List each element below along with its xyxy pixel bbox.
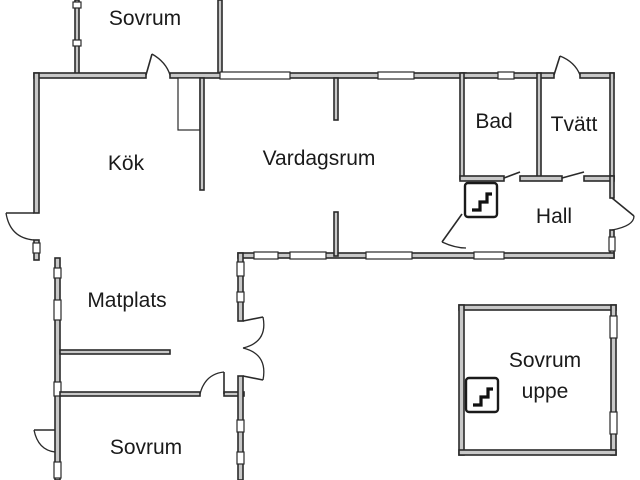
room-label-vardagsrum: Vardagsrum bbox=[263, 147, 376, 170]
stairs-icon bbox=[463, 181, 499, 219]
door-bad bbox=[503, 171, 521, 179]
room-label-kok: Kök bbox=[108, 152, 145, 175]
wall-vardagsrum-bottom bbox=[237, 211, 615, 260]
stairs-icon bbox=[464, 376, 500, 414]
room-label-bad: Bad bbox=[475, 110, 512, 133]
walls-bad-tvatt-hall bbox=[459, 72, 616, 259]
wall-matplats-right bbox=[236, 252, 245, 480]
door-hall-right bbox=[611, 197, 635, 231]
room-label-sovrum-top: Sovrum bbox=[109, 7, 181, 30]
room-label-sovrum-bottom: Sovrum bbox=[110, 436, 182, 459]
wall-vardagsrum-top bbox=[333, 77, 339, 121]
door-tvatt-top bbox=[553, 55, 581, 76]
room-label-sovrum-uppe-line1: Sovrum bbox=[509, 349, 581, 372]
door-sovrum-left bbox=[33, 429, 56, 453]
door-hall-left bbox=[441, 213, 467, 249]
door-tvatt bbox=[561, 171, 585, 179]
room-label-tvatt: Tvätt bbox=[551, 113, 598, 136]
door-kok-left bbox=[5, 212, 35, 241]
wall-matplats-left bbox=[53, 257, 62, 480]
door-double-right bbox=[242, 316, 265, 381]
room-label-hall: Hall bbox=[536, 205, 572, 228]
wall-sovrum-top bbox=[59, 391, 245, 397]
wall-sovrum-uppe bbox=[458, 304, 618, 456]
kitchen-fixtures bbox=[177, 77, 205, 191]
door-kok-top bbox=[145, 53, 171, 76]
wall-top-exterior bbox=[33, 71, 615, 80]
counter-matplats bbox=[59, 349, 171, 355]
room-label-matplats: Matplats bbox=[87, 289, 166, 312]
wall-left-exterior bbox=[32, 72, 41, 261]
room-label-sovrum-uppe-line2: uppe bbox=[522, 380, 569, 403]
door-sovrum-top bbox=[199, 371, 225, 395]
